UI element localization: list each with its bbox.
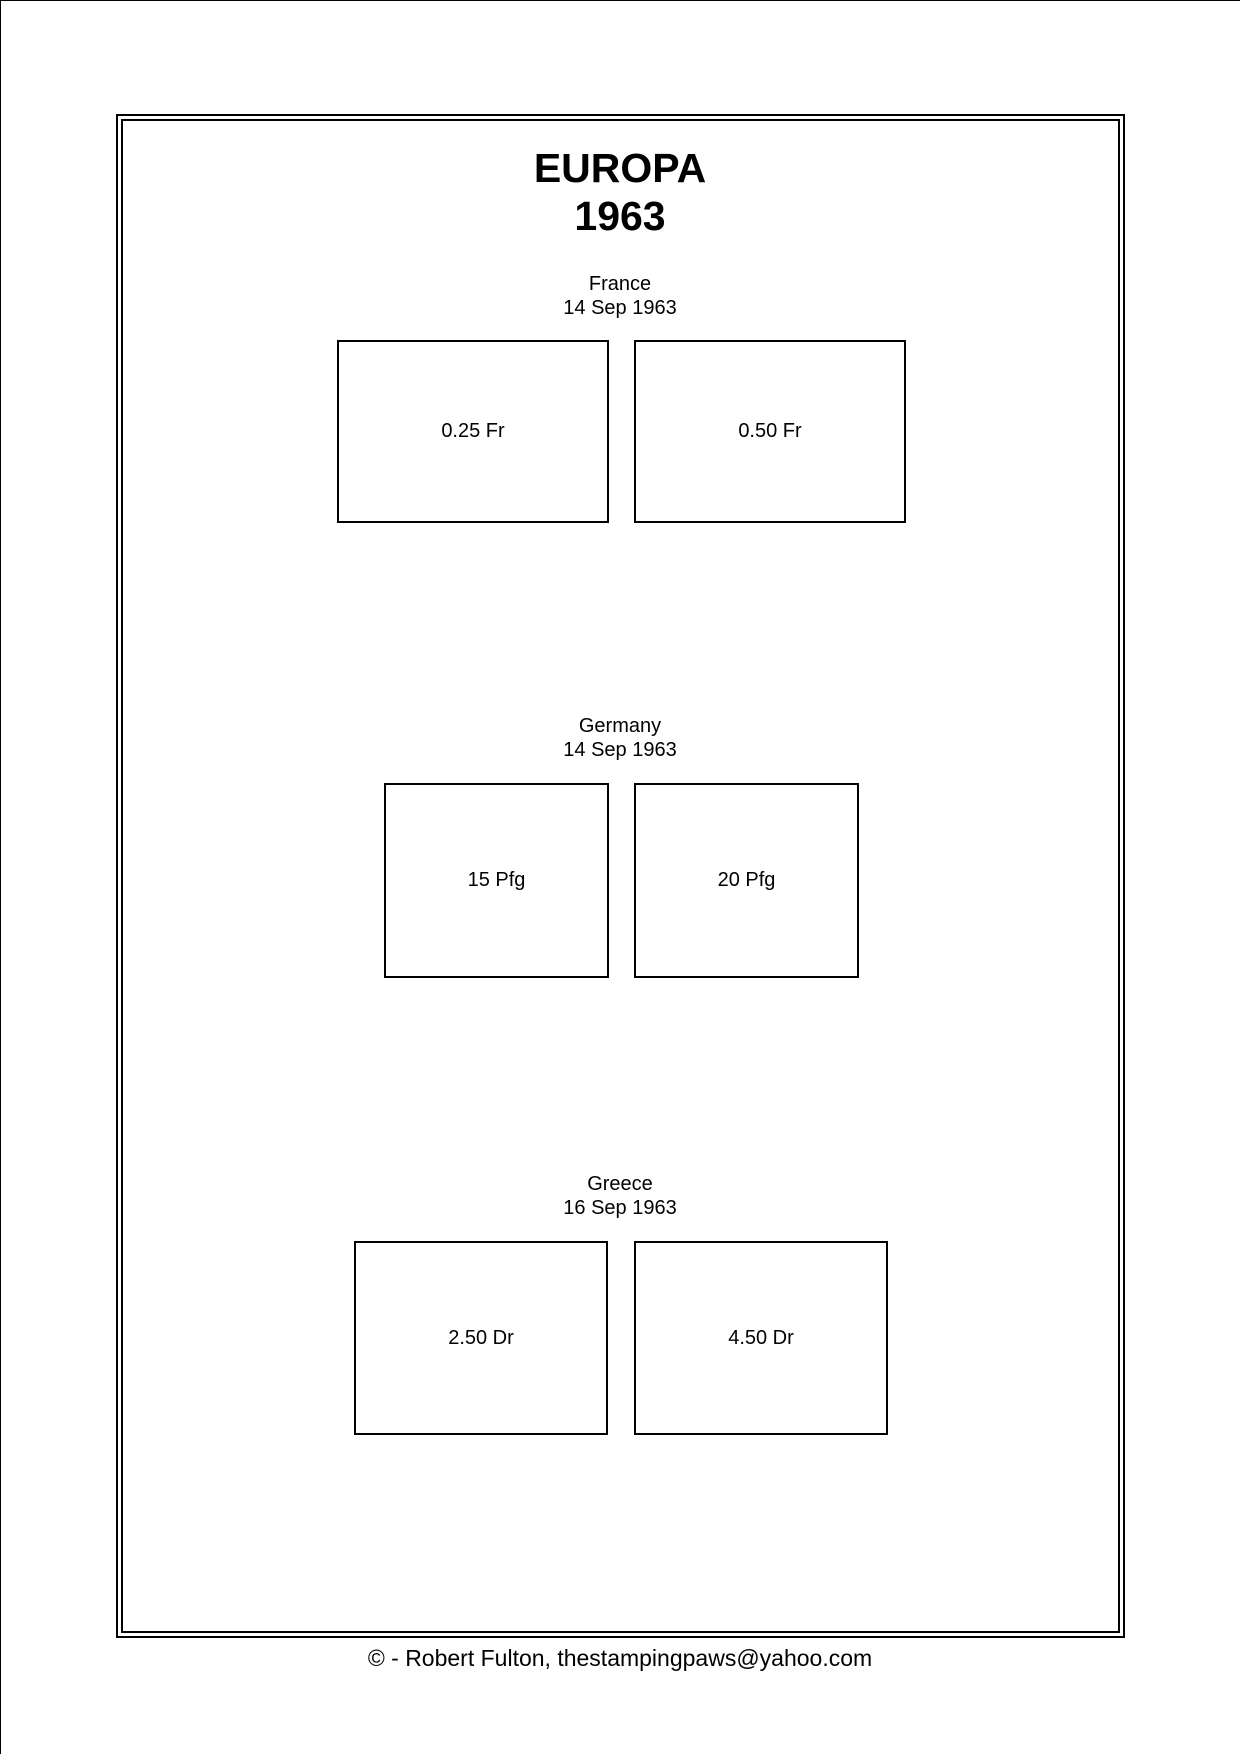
stamp-value: 0.50 Fr: [738, 420, 802, 442]
section-date-greece: 16 Sep 1963: [563, 1197, 677, 1219]
page-year: 1963: [574, 193, 666, 239]
section-country-france: France: [588, 273, 652, 295]
stamp-box-greece-2: 4.50 Dr: [634, 1241, 888, 1435]
section-date-france: 14 Sep 1963: [563, 297, 677, 319]
stamp-box-france-2: 0.50 Fr: [634, 340, 906, 523]
stamp-box-france-1: 0.25 Fr: [337, 340, 609, 523]
section-country-greece: Greece: [587, 1173, 653, 1195]
stamp-value: 15 Pfg: [467, 869, 526, 891]
stamp-value: 2.50 Dr: [448, 1326, 514, 1349]
album-frame-inner: [121, 119, 1120, 1633]
page-edge-top: [0, 0, 1240, 1]
stamp-box-greece-1: 2.50 Dr: [354, 1241, 608, 1435]
section-country-germany: Germany: [578, 715, 662, 737]
stamp-box-germany-1: 15 Pfg: [384, 783, 609, 978]
page-edge-left: [0, 0, 1, 1754]
stamp-value: 4.50 Dr: [728, 1326, 794, 1349]
stamp-value: 20 Pfg: [717, 869, 776, 891]
page-title: EUROPA: [533, 145, 707, 191]
stamp-value: 0.25 Fr: [441, 420, 505, 442]
stamp-box-germany-2: 20 Pfg: [634, 783, 859, 978]
copyright-footer: © - Robert Fulton, thestampingpaws@yahoo…: [367, 1645, 873, 1671]
album-frame-outer: [116, 114, 1125, 1638]
section-date-germany: 14 Sep 1963: [563, 739, 677, 761]
